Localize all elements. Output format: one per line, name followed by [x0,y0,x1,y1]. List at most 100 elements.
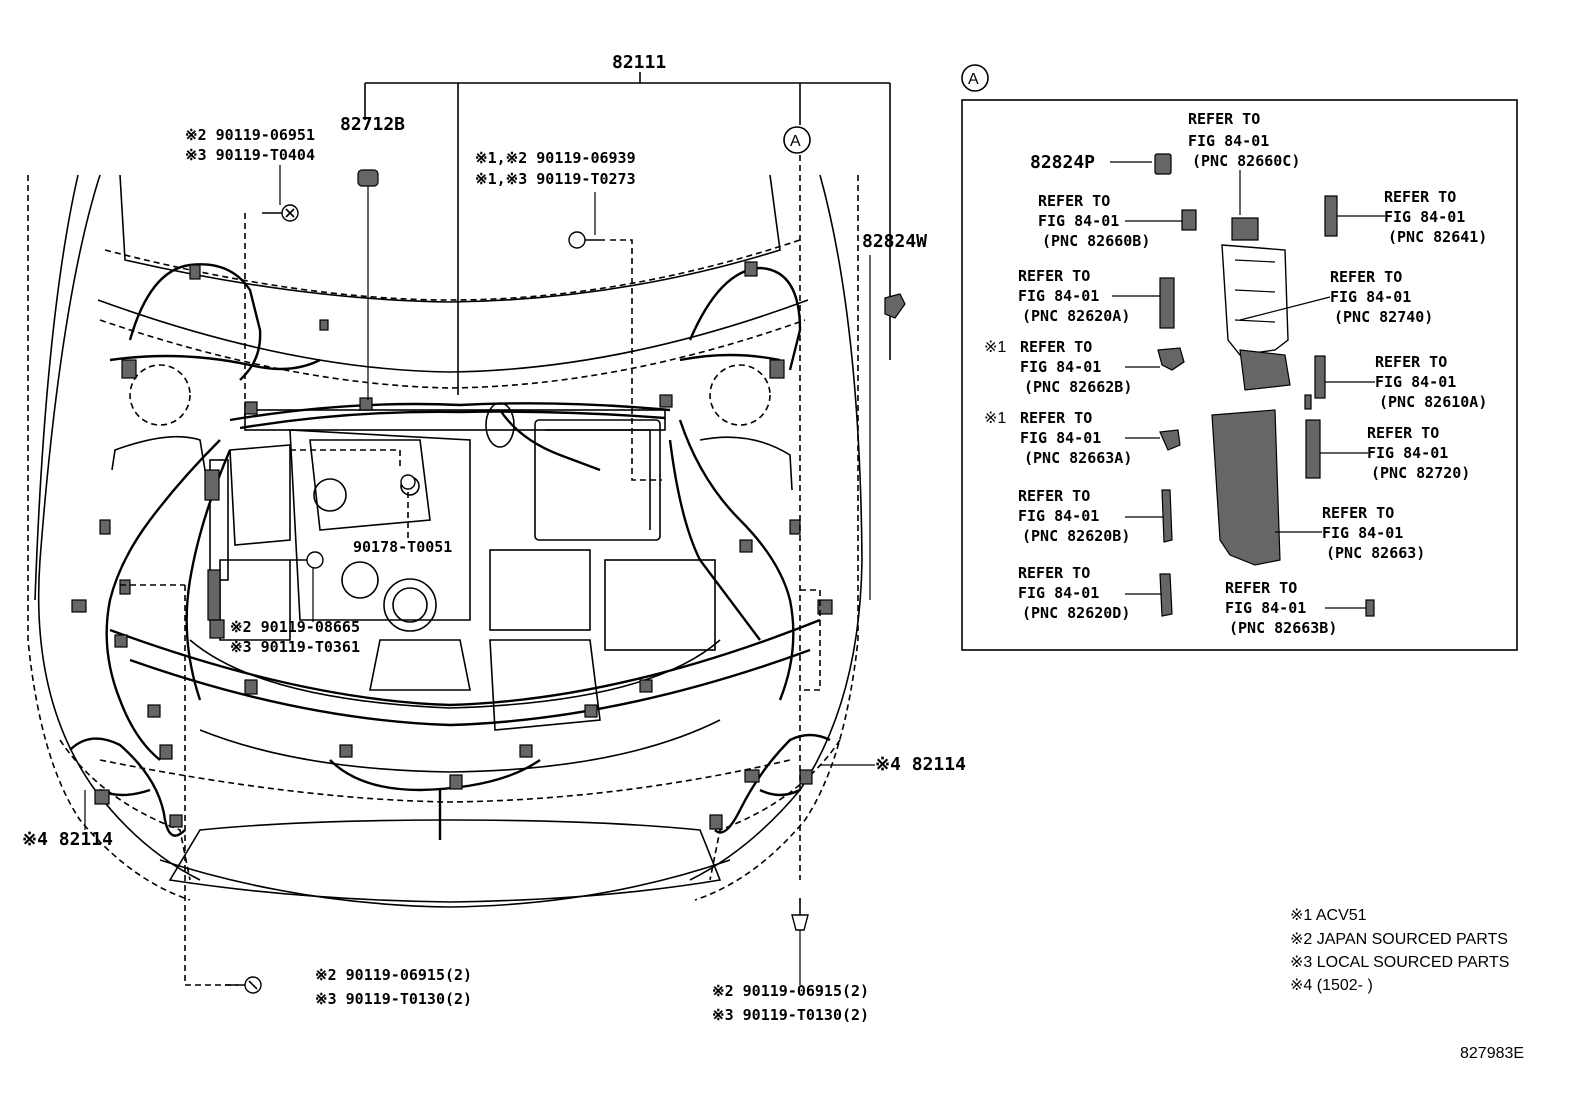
callout-a-inset-letter: A [968,71,979,88]
svg-text:(PNC 82740): (PNC 82740) [1334,308,1433,326]
svg-text:FIG 84-01: FIG 84-01 [1330,288,1411,306]
bolt-label: ※3 90119-T0404 [185,146,315,164]
svg-text:FIG 84-01: FIG 84-01 [1225,599,1306,617]
svg-text:REFER TO: REFER TO [1038,192,1110,210]
ref-82620D: REFER TO FIG 84-01 (PNC 82620D) [1018,564,1130,622]
svg-text:REFER TO: REFER TO [1330,268,1402,286]
connector-icon [1159,429,1181,451]
callout-a-main-letter: A [790,133,801,150]
connector-icon [1159,277,1175,329]
ref-82663B: REFER TO FIG 84-01 (PNC 82663B) [1225,579,1337,637]
svg-text:(PNC 82720): (PNC 82720) [1371,464,1470,482]
svg-text:(PNC 82660B): (PNC 82660B) [1042,232,1150,250]
bolt-label: ※2 90119-06915(2) [712,982,869,1000]
inset-leader-lines [1112,170,1385,609]
bolt-icon [791,898,809,931]
svg-text:REFER TO: REFER TO [1225,579,1297,597]
connector-icon [1159,573,1173,617]
clip-label: 90178-T0051 [353,538,452,556]
harness-connectors [71,261,833,830]
svg-text:(PNC 82662B): (PNC 82662B) [1024,378,1132,396]
svg-text:FIG 84-01: FIG 84-01 [1020,358,1101,376]
callout-a-inset: A [961,64,989,92]
bolt-label: ※1,※3 90119-T0273 [475,170,636,188]
svg-text:(PNC 82620B): (PNC 82620B) [1022,527,1130,545]
svg-text:※1: ※1 [984,410,1006,427]
ref-82620B: REFER TO FIG 84-01 (PNC 82620B) [1018,487,1130,545]
bolt-label: ※3 90119-T0130(2) [315,990,472,1008]
svg-text:REFER TO: REFER TO [1322,504,1394,522]
ref-82610A: REFER TO FIG 84-01 (PNC 82610A) [1375,353,1487,411]
ref-82641: REFER TO FIG 84-01 (PNC 82641) [1384,188,1487,246]
part-label-82824W: 82824W [862,231,927,252]
legend-item: ※1 ACV51 [1290,907,1367,924]
ref-82660C: REFER TO FIG 84-01 (PNC 82660C) [1188,110,1300,170]
bolt-label: ※1,※2 90119-06939 [475,149,636,167]
connector-icon [1365,599,1375,617]
svg-text:REFER TO: REFER TO [1018,564,1090,582]
ref-82720: REFER TO FIG 84-01 (PNC 82720) [1367,424,1470,482]
bolt-icon [290,551,324,569]
svg-text:FIG 84-01: FIG 84-01 [1018,584,1099,602]
svg-text:REFER TO: REFER TO [1018,267,1090,285]
connector-icon [1324,195,1338,237]
connector-icon [1157,347,1185,371]
legend-item: ※4 (1502- ) [1290,977,1373,994]
svg-text:FIG 84-01: FIG 84-01 [1375,373,1456,391]
connector-icon [1304,394,1312,410]
bolt-label: ※2 90119-06915(2) [315,966,472,984]
svg-text:REFER TO: REFER TO [1384,188,1456,206]
fasteners [225,169,906,994]
inset-a: A 82824P [961,64,1518,651]
ref-82662B: ※1 REFER TO FIG 84-01 (PNC 82662B) [984,338,1132,396]
legend: ※1 ACV51 ※2 JAPAN SOURCED PARTS ※3 LOCAL… [1290,907,1509,994]
svg-text:REFER TO: REFER TO [1018,487,1090,505]
connector-icon [1314,355,1326,399]
ref-82663: REFER TO FIG 84-01 (PNC 82663) [1322,504,1425,562]
legend-item: ※3 LOCAL SOURCED PARTS [1290,954,1509,971]
svg-text:(PNC 82610A): (PNC 82610A) [1379,393,1487,411]
svg-text:(PNC 82620D): (PNC 82620D) [1022,604,1130,622]
svg-text:※1: ※1 [984,339,1006,356]
ref-82620A: REFER TO FIG 84-01 (PNC 82620A) [1018,267,1130,325]
drawing-number: 827983E [1460,1045,1524,1062]
leader-lines [84,72,891,986]
svg-text:FIG 84-01: FIG 84-01 [1188,132,1269,150]
svg-text:REFER TO: REFER TO [1367,424,1439,442]
engine-compartment [111,402,793,731]
part-label-82111: 82111 [612,52,666,73]
svg-text:(PNC 82660C): (PNC 82660C) [1192,152,1300,170]
part-label-82824P: 82824P [1030,152,1095,173]
svg-text:FIG 84-01: FIG 84-01 [1018,507,1099,525]
svg-text:REFER TO: REFER TO [1188,110,1260,128]
svg-text:(PNC 82620A): (PNC 82620A) [1022,307,1130,325]
ref-82740: REFER TO FIG 84-01 (PNC 82740) [1330,268,1433,326]
part-label-82712B: 82712B [340,114,405,135]
ref-82663A: ※1 REFER TO FIG 84-01 (PNC 82663A) [984,409,1132,467]
svg-text:(PNC 82663B): (PNC 82663B) [1229,619,1337,637]
callout-a-main: A [783,126,811,154]
connector-icon [1181,209,1197,231]
bolt-label: ※2 90119-08665 [230,618,360,636]
part-label-82114-left: ※4 82114 [22,829,113,850]
svg-text:FIG 84-01: FIG 84-01 [1322,524,1403,542]
bolt-icon [262,204,299,222]
clip-icon [884,293,906,319]
part-label-82114-right: ※4 82114 [875,754,966,775]
wire-harness-82111 [69,263,831,840]
svg-text:FIG 84-01: FIG 84-01 [1020,429,1101,447]
bolt-label: ※3 90119-T0361 [230,638,360,656]
svg-text:FIG 84-01: FIG 84-01 [1038,212,1119,230]
svg-text:REFER TO: REFER TO [1020,338,1092,356]
svg-text:REFER TO: REFER TO [1375,353,1447,371]
grommet-icon [357,169,379,187]
svg-text:FIG 84-01: FIG 84-01 [1018,287,1099,305]
ref-82660B: REFER TO FIG 84-01 (PNC 82660B) [1038,192,1150,250]
svg-text:(PNC 82641): (PNC 82641) [1388,228,1487,246]
svg-text:(PNC 82663A): (PNC 82663A) [1024,449,1132,467]
svg-text:(PNC 82663): (PNC 82663) [1326,544,1425,562]
main-labels: 82111 82712B 82824W ※4 82114 ※4 82114 A … [22,52,966,1024]
clip-icon [1154,153,1172,175]
bolt-icon [225,976,262,994]
